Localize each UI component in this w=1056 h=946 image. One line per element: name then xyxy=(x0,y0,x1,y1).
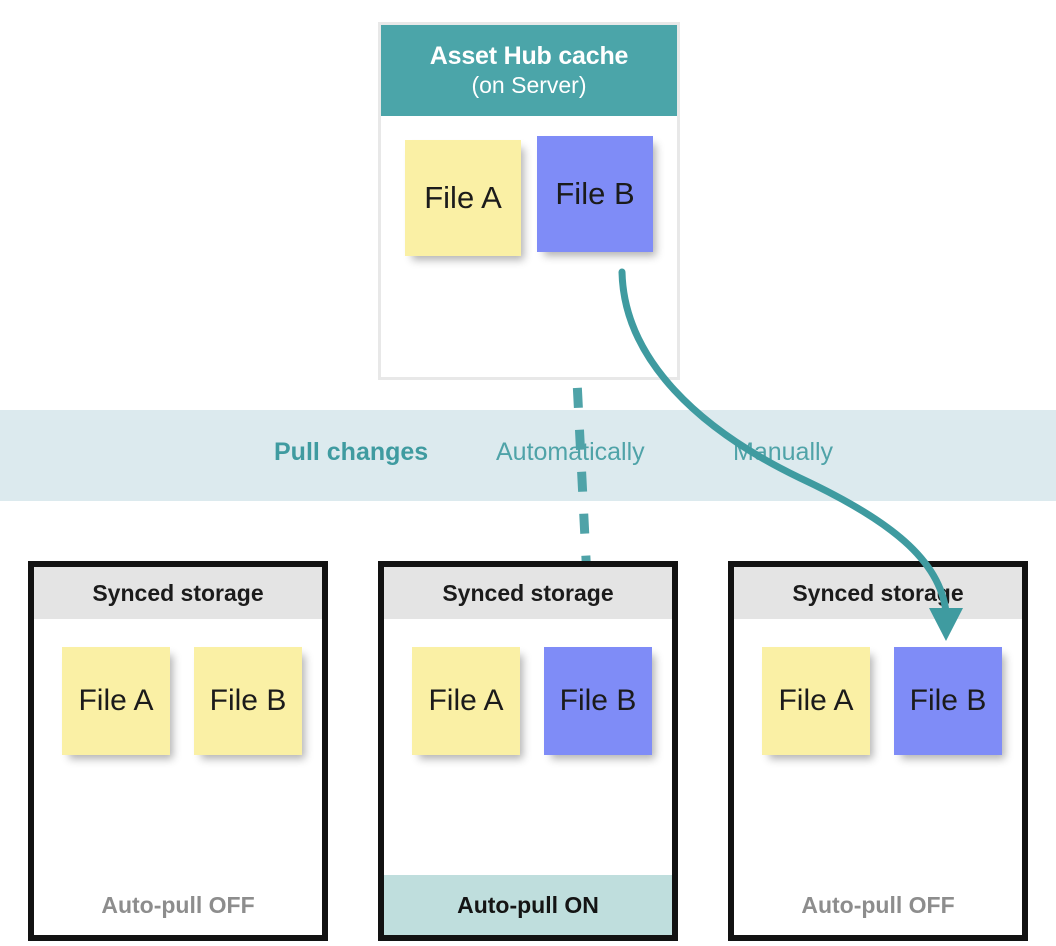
synced-storage-box-3: Synced storage File A File B Auto-pull O… xyxy=(728,561,1028,941)
storage1-note-file-a: File A xyxy=(62,647,170,755)
synced-storage-box-1: Synced storage File A File B Auto-pull O… xyxy=(28,561,328,941)
auto-pull-status-3: Auto-pull OFF xyxy=(734,875,1022,935)
automatically-label: Automatically xyxy=(496,438,645,466)
cache-note-file-a: File A xyxy=(405,140,521,256)
asset-hub-cache-subtitle: (on Server) xyxy=(471,71,587,98)
synced-storage-header-1: Synced storage xyxy=(34,567,322,619)
synced-storage-notes-3: File A File B xyxy=(734,619,1022,875)
storage3-note-file-a: File A xyxy=(762,647,870,755)
asset-hub-cache-title: Asset Hub cache xyxy=(429,42,629,71)
asset-hub-cache-panel: Asset Hub cache (on Server) File A File … xyxy=(378,22,680,380)
cache-note-file-b: File B xyxy=(537,136,653,252)
synced-storage-notes-1: File A File B xyxy=(34,619,322,875)
pull-changes-label: Pull changes xyxy=(274,438,429,466)
synced-storage-header-2: Synced storage xyxy=(384,567,672,619)
manually-label: Manually xyxy=(733,438,834,466)
storage3-note-file-b: File B xyxy=(894,647,1002,755)
auto-pull-status-1: Auto-pull OFF xyxy=(34,875,322,935)
storage1-note-file-b: File B xyxy=(194,647,302,755)
synced-storage-box-2: Synced storage File A File B Auto-pull O… xyxy=(378,561,678,941)
asset-hub-cache-header: Asset Hub cache (on Server) xyxy=(381,25,677,116)
synced-storage-notes-2: File A File B xyxy=(384,619,672,875)
storage2-note-file-a: File A xyxy=(412,647,520,755)
storage2-note-file-b: File B xyxy=(544,647,652,755)
auto-pull-status-2: Auto-pull ON xyxy=(384,875,672,935)
asset-hub-cache-body: File A File B xyxy=(381,116,677,377)
synced-storage-header-3: Synced storage xyxy=(734,567,1022,619)
